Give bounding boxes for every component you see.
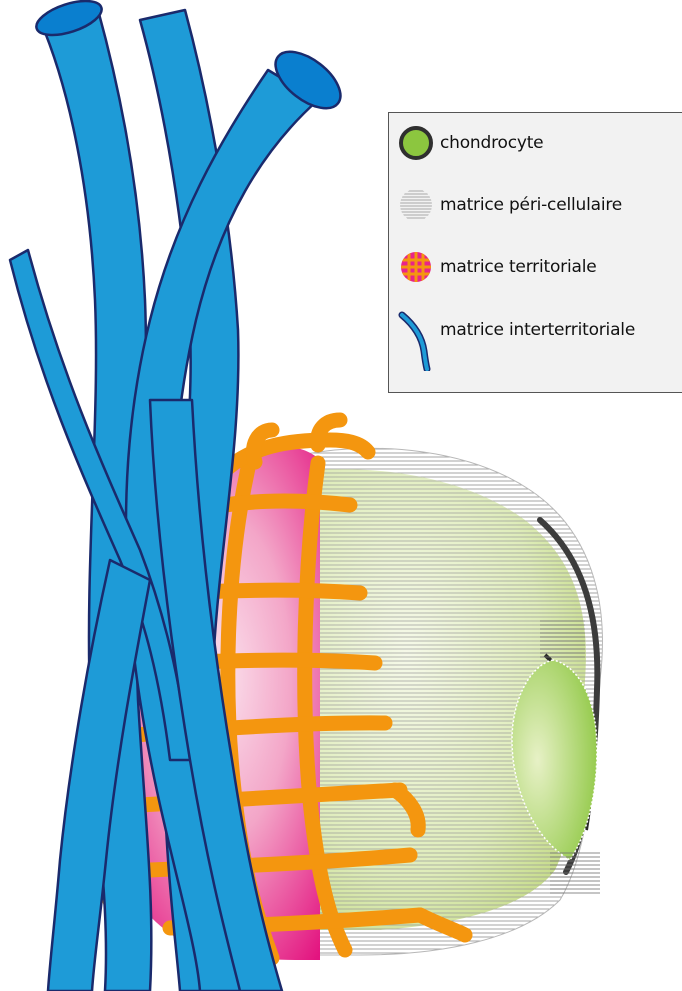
legend-label-pericellular: matrice péri-cellulaire xyxy=(440,195,622,215)
legend-item-interterritorial: matrice interterritoriale xyxy=(392,310,635,350)
legend-label-territorial: matrice territoriale xyxy=(440,257,596,277)
chondrocyte-icon xyxy=(392,123,440,163)
legend-label-chondrocyte: chondrocyte xyxy=(440,133,543,153)
legend-item-pericellular: matrice péri-cellulaire xyxy=(392,185,622,225)
territorial-matrix-icon xyxy=(392,247,440,287)
legend-label-interterritorial: matrice interterritoriale xyxy=(440,320,635,340)
legend-item-chondrocyte: chondrocyte xyxy=(392,123,543,163)
legend-item-territorial: matrice territoriale xyxy=(392,247,596,287)
pericellular-matrix-icon xyxy=(392,185,440,225)
interterritorial-matrix-icon xyxy=(392,310,440,350)
